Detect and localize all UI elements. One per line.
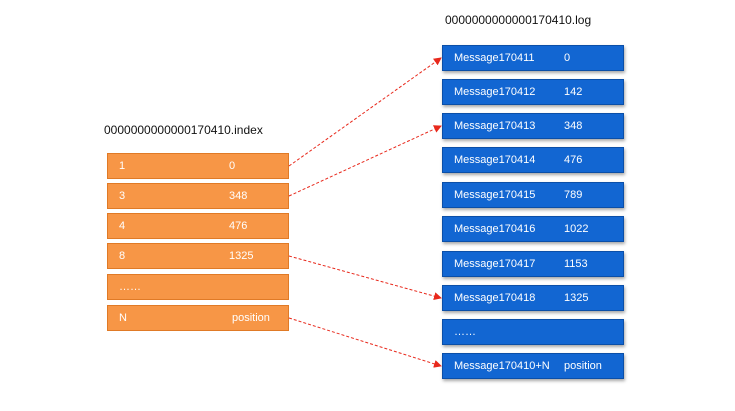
index-entry-position: 1325 <box>229 250 254 262</box>
log-message-offset: 0 <box>564 52 571 64</box>
log-message-offset: 476 <box>564 154 583 166</box>
log-message: Message170411 0 <box>442 45 624 71</box>
arrow-entry-n <box>288 317 442 368</box>
index-entry-number: 3 <box>119 190 126 202</box>
index-entry: N position <box>107 305 289 331</box>
log-message: Message170410+N position <box>442 353 624 379</box>
index-entry-position: 348 <box>229 190 248 202</box>
log-message-ellipsis: …… <box>442 319 624 345</box>
log-message: Message170413 348 <box>442 113 624 139</box>
arrow-entry-1 <box>288 57 442 167</box>
index-entry: 4 476 <box>107 213 289 239</box>
index-entry-number: …… <box>119 281 141 293</box>
index-file-title: 0000000000000170410.index <box>104 123 263 137</box>
log-message-name: Message170411 <box>454 52 535 64</box>
log-message: Message170414 476 <box>442 147 624 173</box>
arrow-entry-8 <box>288 255 442 300</box>
log-message-offset: 142 <box>564 86 583 98</box>
log-message: Message170415 789 <box>442 182 624 208</box>
log-message-offset: 1325 <box>564 292 589 304</box>
log-message-name: Message170417 <box>454 258 536 270</box>
log-message-offset: position <box>564 360 602 372</box>
log-message-name: Message170410+N <box>454 360 550 372</box>
log-message-offset: 1153 <box>564 258 588 270</box>
log-message-name: Message170414 <box>454 154 536 166</box>
log-message-name: Message170415 <box>454 189 536 201</box>
log-message-offset: 789 <box>564 189 583 201</box>
log-message: Message170417 1153 <box>442 251 624 277</box>
index-entry-position: 0 <box>229 160 236 172</box>
index-entry-position: position <box>232 312 270 324</box>
index-entry-number: N <box>119 312 127 324</box>
index-entry: 8 1325 <box>107 243 289 269</box>
log-message-name: …… <box>454 326 476 338</box>
log-message-name: Message170413 <box>454 120 536 132</box>
index-entry-position: 476 <box>229 220 248 232</box>
log-message-offset: 348 <box>564 120 583 132</box>
index-entry: 3 348 <box>107 183 289 209</box>
log-message: Message170412 142 <box>442 79 624 105</box>
index-entry: 1 0 <box>107 153 289 179</box>
log-message-offset: 1022 <box>564 223 589 235</box>
index-entry-ellipsis: …… <box>107 274 289 300</box>
index-entry-number: 4 <box>119 220 126 232</box>
index-entry-number: 8 <box>119 250 126 262</box>
log-message-name: Message170418 <box>454 292 536 304</box>
log-message: Message170418 1325 <box>442 285 624 311</box>
log-message: Message170416 1022 <box>442 216 624 242</box>
arrow-entry-3 <box>288 125 442 197</box>
log-file-title: 0000000000000170410.log <box>445 13 592 27</box>
log-message-name: Message170416 <box>454 223 536 235</box>
log-message-name: Message170412 <box>454 86 536 98</box>
index-entry-number: 1 <box>119 160 126 172</box>
